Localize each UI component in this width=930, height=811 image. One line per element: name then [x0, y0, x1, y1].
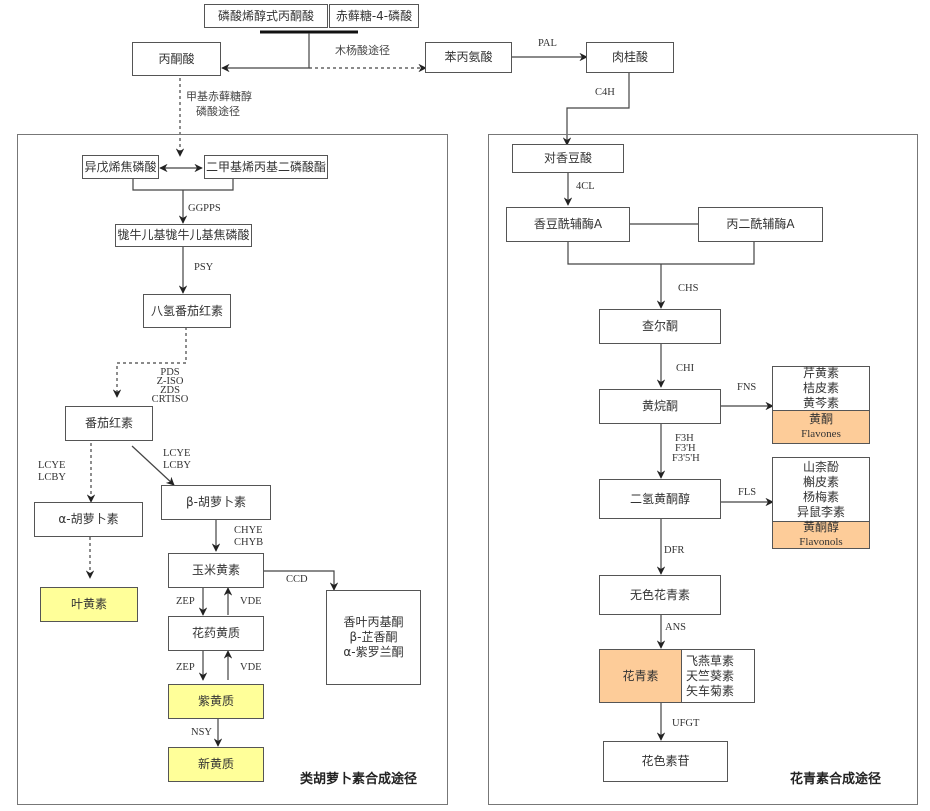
- enzyme-lcye-left: LCYE: [38, 460, 66, 471]
- enzyme-f3h: F3H: [675, 433, 694, 444]
- carotenoid-pathway-title: 类胡萝卜素合成途径: [300, 772, 418, 787]
- node-dmapp[interactable]: 二甲基烯丙基二磷酸酯: [204, 155, 328, 179]
- anthocyanin-pathway-panel: [488, 134, 918, 805]
- enzyme-lcye-right: LCYE: [163, 448, 191, 459]
- node-pep[interactable]: 磷酸烯醇式丙酮酸: [204, 4, 328, 28]
- arrow-to-pyruvate: [221, 33, 310, 73]
- enzyme-zep-2: ZEP: [176, 662, 195, 673]
- enzyme-chs: CHS: [678, 283, 699, 294]
- enzyme-4cl: 4CL: [576, 181, 595, 192]
- node-phenylalanine[interactable]: 苯丙氨酸: [425, 42, 512, 73]
- node-pyruvate[interactable]: 丙酮酸: [132, 42, 221, 76]
- apocarotenoid-item: 香叶丙基酮: [343, 615, 404, 629]
- node-cinnamic-acid[interactable]: 肉桂酸: [586, 42, 674, 73]
- anthocyanidin-item: 飞燕草素: [686, 653, 735, 668]
- flavonols-cn: 黄酮醇: [802, 520, 839, 534]
- node-lutein[interactable]: 叶黄素: [40, 587, 138, 622]
- flavone-item: 芹黄素: [802, 366, 839, 380]
- node-leucoanthocyanidin[interactable]: 无色花青素: [599, 575, 721, 615]
- node-anthocyanin-glycoside[interactable]: 花色素苷: [603, 741, 728, 782]
- flavone-item: 黄芩素: [802, 396, 839, 410]
- node-lycopene[interactable]: 番茄红素: [65, 406, 153, 441]
- enzyme-fns: FNS: [737, 382, 757, 393]
- enzyme-f3prime-h: F3'H: [675, 443, 696, 454]
- enzyme-pal: PAL: [538, 38, 557, 49]
- anthocyanidin-item: 矢车菊素: [686, 683, 735, 698]
- flavone-item: 桔皮素: [802, 381, 839, 395]
- flavonol-item: 异鼠李素: [796, 504, 845, 519]
- node-coumaroyl-coa[interactable]: 香豆酰辅酶A: [506, 207, 630, 242]
- label-mep-line2: 磷酸途径: [196, 105, 240, 118]
- node-flavones[interactable]: 黄酮 Flavones: [772, 410, 870, 444]
- enzyme-lcby-left: LCBY: [38, 472, 67, 483]
- enzyme-vde-1: VDE: [240, 596, 262, 607]
- node-zeaxanthin[interactable]: 玉米黄素: [168, 553, 264, 588]
- node-violaxanthin[interactable]: 紫黄质: [168, 684, 264, 719]
- enzyme-dfr: DFR: [664, 545, 685, 556]
- flavonol-members: 山柰酚 槲皮素 杨梅素 异鼠李素: [772, 457, 870, 521]
- apocarotenoid-item: α-紫罗兰酮: [343, 645, 404, 659]
- enzyme-psy: PSY: [194, 262, 214, 273]
- enzyme-c4h: C4H: [595, 87, 615, 98]
- node-naringenin[interactable]: 黄烷酮: [599, 389, 721, 424]
- enzyme-f3prime5prime-h: F3'5'H: [672, 453, 700, 464]
- anthocyanidin-item: 天竺葵素: [686, 668, 735, 683]
- carotenoid-pathway-panel: [17, 134, 448, 805]
- node-phytoene[interactable]: 八氢番茄红素: [143, 294, 231, 328]
- enzyme-pds: PDS: [160, 367, 180, 378]
- flavones-en: Flavones: [801, 428, 841, 440]
- node-beta-carotene[interactable]: β-胡萝卜素: [161, 485, 271, 520]
- node-apocarotenoids[interactable]: 香叶丙基酮 β-芷香酮 α-紫罗兰酮: [326, 590, 421, 685]
- node-ggpp[interactable]: 牻牛儿基牻牛儿基焦磷酸: [115, 224, 252, 247]
- node-flavonols[interactable]: 黄酮醇 Flavonols: [772, 520, 870, 549]
- enzyme-chye: CHYE: [234, 525, 263, 536]
- anthocyanin-pathway-title: 花青素合成途径: [790, 772, 882, 787]
- enzyme-ufgt: UFGT: [672, 718, 700, 729]
- enzyme-nsy: NSY: [191, 727, 213, 738]
- flavone-members: 芹黄素 桔皮素 黄芩素: [772, 366, 870, 410]
- flavonol-item: 山柰酚: [802, 459, 839, 474]
- flavonols-en: Flavonols: [799, 536, 843, 548]
- arrow-beta: [131, 445, 175, 486]
- apocarotenoid-item: β-芷香酮: [349, 630, 398, 644]
- enzyme-ccd: CCD: [286, 574, 308, 585]
- flavones-cn: 黄酮: [808, 412, 833, 426]
- flavonol-item: 杨梅素: [802, 489, 839, 504]
- enzyme-zds: ZDS: [160, 385, 180, 396]
- node-malonyl-coa[interactable]: 丙二酰辅酶A: [698, 207, 823, 242]
- enzyme-chi: CHI: [676, 363, 695, 374]
- node-anthocyanidin[interactable]: 花青素: [599, 649, 682, 703]
- enzyme-chyb: CHYB: [234, 537, 264, 548]
- arrow-ccd: [264, 570, 339, 591]
- enzyme-zep-1: ZEP: [176, 596, 195, 607]
- anthocyanidin-members: 飞燕草素 天竺葵素 矢车菊素: [681, 649, 755, 703]
- arrow-c4h: [562, 72, 630, 146]
- flavonol-item: 槲皮素: [802, 474, 839, 489]
- node-neoxanthin[interactable]: 新黄质: [168, 747, 264, 782]
- arrow-lycopene: [112, 327, 187, 398]
- label-mep-line1: 甲基赤藓糖醇: [186, 90, 252, 103]
- node-e4p[interactable]: 赤藓糖-4-磷酸: [329, 4, 419, 28]
- node-p-coumaric-acid[interactable]: 对香豆酸: [512, 144, 624, 173]
- enzyme-vde-2: VDE: [240, 662, 262, 673]
- node-antheraxanthin[interactable]: 花药黄质: [168, 616, 264, 651]
- enzyme-ggpps: GGPPS: [188, 203, 221, 214]
- node-chalcone[interactable]: 查尔酮: [599, 309, 721, 344]
- enzyme-lcby-right: LCBY: [163, 460, 192, 471]
- enzyme-fls: FLS: [738, 487, 757, 498]
- label-shikimate-pathway: 木杨酸途径: [335, 44, 390, 57]
- enzyme-z-iso: Z-ISO: [156, 376, 184, 387]
- enzyme-ans: ANS: [665, 622, 687, 633]
- node-dihydroflavonol[interactable]: 二氢黄酮醇: [599, 479, 721, 519]
- node-ipp[interactable]: 异戊烯焦磷酸: [82, 155, 159, 179]
- enzyme-crtiso: CRTISO: [151, 394, 189, 405]
- node-alpha-carotene[interactable]: α-胡萝卜素: [34, 502, 143, 537]
